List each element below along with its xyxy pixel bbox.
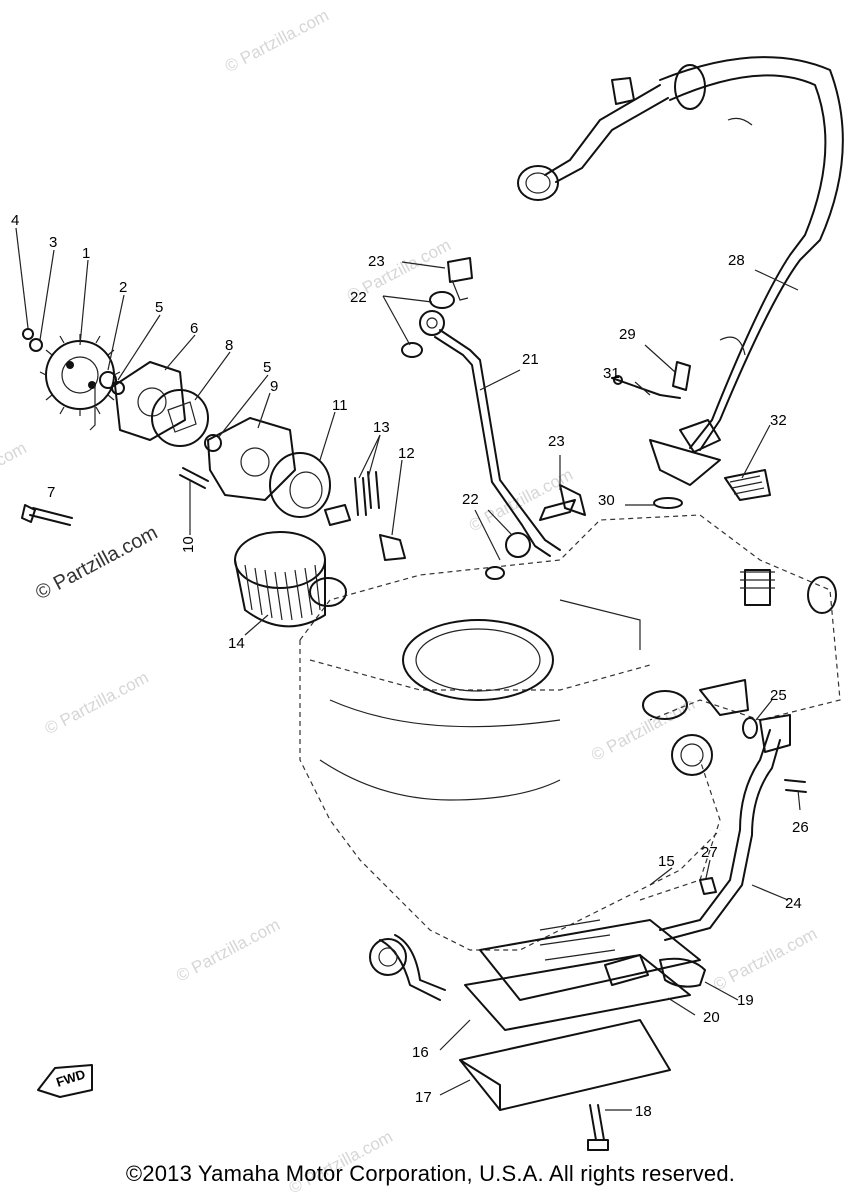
callout-16: 16 bbox=[412, 1044, 429, 1061]
callout-23-bottom: 23 bbox=[548, 433, 565, 450]
callout-19: 19 bbox=[737, 992, 754, 1009]
oil-line-and-strainer bbox=[369, 714, 807, 1151]
callout-22-bottom: 22 bbox=[462, 491, 479, 508]
callout-4: 4 bbox=[11, 212, 19, 229]
oil-pump-assembly bbox=[21, 328, 406, 561]
callout-8: 8 bbox=[225, 337, 233, 354]
callout-31: 31 bbox=[603, 365, 620, 382]
callout-24: 24 bbox=[785, 895, 802, 912]
callout-30: 30 bbox=[598, 492, 615, 509]
breather-hose-assembly bbox=[517, 56, 844, 509]
watermark: © Partzilla.com bbox=[42, 668, 152, 739]
callout-14: 14 bbox=[228, 635, 245, 652]
fwd-arrow: FWD bbox=[37, 1064, 93, 1098]
callout-15: 15 bbox=[658, 853, 675, 870]
callout-29: 29 bbox=[619, 326, 636, 343]
callout-5-right: 5 bbox=[263, 359, 271, 376]
callout-22-top: 22 bbox=[350, 289, 367, 306]
callout-12: 12 bbox=[398, 445, 415, 462]
callout-23-top: 23 bbox=[368, 253, 385, 270]
callout-1: 1 bbox=[82, 245, 90, 262]
oil-filter bbox=[234, 531, 347, 628]
callout-labels: 4 3 1 2 5 6 8 5 9 11 13 12 7 10 14 23 22… bbox=[11, 212, 809, 1120]
callout-25: 25 bbox=[770, 687, 787, 704]
callout-17: 17 bbox=[415, 1089, 432, 1106]
callout-7: 7 bbox=[47, 484, 55, 501]
callout-13: 13 bbox=[373, 419, 390, 436]
callout-6: 6 bbox=[190, 320, 198, 337]
crankcase bbox=[299, 514, 841, 951]
callout-11: 11 bbox=[332, 397, 348, 414]
oil-delivery-pipe bbox=[401, 257, 586, 580]
callout-26: 26 bbox=[792, 819, 809, 836]
callout-21: 21 bbox=[522, 351, 539, 368]
watermark: © Partzilla.com bbox=[222, 6, 332, 77]
watermark: © Partzilla.com bbox=[173, 915, 283, 986]
leader-lines bbox=[15, 227, 801, 1111]
callout-9: 9 bbox=[270, 378, 278, 395]
callout-5-left: 5 bbox=[155, 299, 163, 316]
callout-3: 3 bbox=[49, 234, 57, 251]
callout-28: 28 bbox=[728, 252, 745, 269]
watermarks: © Partzilla.com © Partzilla.com © Partzi… bbox=[0, 6, 820, 1198]
callout-10: 10 bbox=[180, 536, 197, 553]
callout-20: 20 bbox=[703, 1009, 720, 1026]
callout-32: 32 bbox=[770, 412, 787, 429]
callout-18: 18 bbox=[635, 1103, 652, 1120]
callout-2: 2 bbox=[119, 279, 127, 296]
callout-27: 27 bbox=[701, 844, 718, 861]
fwd-label: FWD bbox=[54, 1066, 87, 1089]
watermark: © Partzilla.com bbox=[0, 438, 30, 509]
side-watermark: © Partzilla.com bbox=[32, 522, 161, 605]
copyright-notice: ©2013 Yamaha Motor Corporation, U.S.A. A… bbox=[125, 1161, 736, 1186]
watermark: © Partzilla.com bbox=[710, 924, 820, 995]
